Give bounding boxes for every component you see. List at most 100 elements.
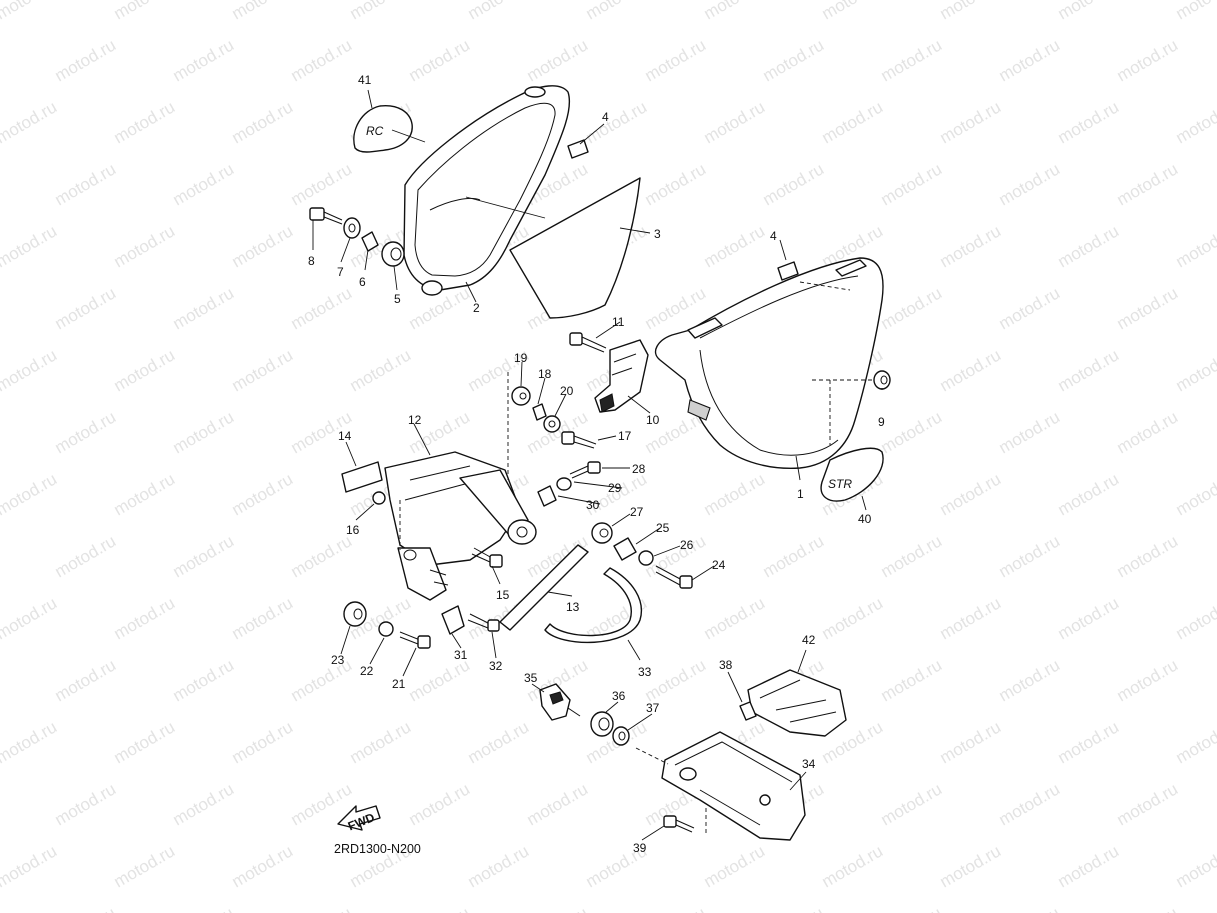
washer-22[interactable] bbox=[378, 621, 394, 637]
switch-35[interactable] bbox=[539, 683, 581, 721]
watermark-text: motod.ru bbox=[819, 841, 887, 891]
callout-19: 19 bbox=[514, 351, 528, 365]
washer-26[interactable] bbox=[638, 550, 654, 566]
bolt-11[interactable] bbox=[569, 332, 607, 353]
callout-20: 20 bbox=[560, 384, 574, 398]
watermark-text: motod.ru bbox=[937, 345, 1005, 395]
watermark-text: motod.ru bbox=[465, 841, 533, 891]
callout-10: 10 bbox=[646, 413, 660, 427]
watermark-text: motod.ru bbox=[111, 717, 179, 767]
bolt-32[interactable] bbox=[467, 613, 500, 632]
tray-34[interactable] bbox=[661, 731, 806, 841]
watermark-text: motod.ru bbox=[937, 469, 1005, 519]
watermark-text: motod.ru bbox=[111, 221, 179, 271]
callout-41: 41 bbox=[358, 73, 372, 87]
watermark-text: motod.ru bbox=[111, 0, 179, 23]
bolt-24[interactable] bbox=[655, 565, 693, 589]
emblem-left-text: RC bbox=[366, 124, 384, 138]
callout-4-upper: 4 bbox=[602, 110, 609, 124]
watermark-text: motod.ru bbox=[1173, 0, 1217, 23]
collar-6[interactable] bbox=[361, 231, 379, 252]
washer-7[interactable] bbox=[343, 217, 361, 239]
watermark-text: motod.ru bbox=[701, 841, 769, 891]
grommet-27[interactable] bbox=[591, 522, 613, 544]
collar-25[interactable] bbox=[613, 537, 637, 561]
watermark-text: motod.ru bbox=[0, 345, 60, 395]
callout-26: 26 bbox=[680, 538, 694, 552]
screw-38[interactable] bbox=[739, 701, 757, 721]
washer-29[interactable] bbox=[556, 477, 572, 491]
bolt-21[interactable] bbox=[399, 631, 431, 649]
clip-upper[interactable] bbox=[567, 139, 589, 159]
grommet-36[interactable] bbox=[590, 711, 614, 737]
bolt-28[interactable] bbox=[569, 461, 601, 479]
watermark-text: motod.ru bbox=[0, 655, 1, 705]
watermark-text: motod.ru bbox=[229, 345, 297, 395]
watermark-text: motod.ru bbox=[0, 593, 60, 643]
emblem-left[interactable]: RC bbox=[353, 105, 413, 153]
watermark-text: motod.ru bbox=[0, 531, 1, 581]
bolt-17[interactable] bbox=[561, 431, 597, 449]
callout-17: 17 bbox=[618, 429, 632, 443]
watermark-text: motod.ru bbox=[170, 283, 238, 333]
grommet-9[interactable] bbox=[873, 370, 891, 390]
watermark-text: motod.ru bbox=[701, 593, 769, 643]
watermark-text: motod.ru bbox=[937, 841, 1005, 891]
watermark-text: motod.ru bbox=[524, 779, 592, 829]
callout-5: 5 bbox=[394, 292, 401, 306]
watermark-text: motod.ru bbox=[406, 903, 474, 913]
callout-15: 15 bbox=[496, 588, 510, 602]
watermark-text: motod.ru bbox=[406, 655, 474, 705]
side-cover-right[interactable] bbox=[654, 257, 884, 470]
side-cover-left[interactable] bbox=[403, 85, 571, 296]
strip-13[interactable] bbox=[499, 544, 589, 631]
watermark-text: motod.ru bbox=[1173, 593, 1217, 643]
watermark-text: motod.ru bbox=[524, 35, 592, 85]
watermark-text: motod.ru bbox=[229, 97, 297, 147]
watermark-text: motod.ru bbox=[170, 35, 238, 85]
watermark-text: motod.ru bbox=[996, 903, 1064, 913]
washer-20[interactable] bbox=[543, 415, 561, 433]
bracket-12[interactable] bbox=[384, 451, 537, 601]
grommet-19[interactable] bbox=[511, 386, 531, 406]
collar-18[interactable] bbox=[532, 403, 547, 421]
washer-37[interactable] bbox=[612, 726, 630, 746]
callout-29: 29 bbox=[608, 481, 622, 495]
grommet-23[interactable] bbox=[343, 601, 367, 627]
pad-14[interactable] bbox=[341, 461, 383, 493]
watermark-text: motod.ru bbox=[524, 407, 592, 457]
watermark-text: motod.ru bbox=[170, 531, 238, 581]
watermark-text: motod.ru bbox=[1055, 469, 1123, 519]
cover-42[interactable] bbox=[747, 669, 847, 737]
watermark-text: motod.ru bbox=[1055, 221, 1123, 271]
clip-31[interactable] bbox=[441, 605, 465, 635]
grommet-16[interactable] bbox=[372, 491, 386, 505]
bolt-39[interactable] bbox=[663, 815, 695, 833]
bolt-15[interactable] bbox=[471, 547, 503, 568]
leader-lines bbox=[312, 89, 883, 841]
watermark-text: motod.ru bbox=[878, 35, 946, 85]
watermark-text: motod.ru bbox=[760, 903, 828, 913]
callout-24: 24 bbox=[712, 558, 726, 572]
grommet-5[interactable] bbox=[381, 241, 405, 267]
callout-42: 42 bbox=[802, 633, 816, 647]
watermark-text: motod.ru bbox=[52, 531, 120, 581]
band-33[interactable] bbox=[544, 567, 642, 644]
watermark-text: motod.ru bbox=[760, 531, 828, 581]
watermark-text: motod.ru bbox=[229, 0, 297, 23]
watermark-text: motod.ru bbox=[642, 35, 710, 85]
bolt-8[interactable] bbox=[309, 207, 343, 225]
watermark-text: motod.ru bbox=[1173, 97, 1217, 147]
side-panel-left[interactable] bbox=[509, 177, 641, 319]
bracket-10[interactable] bbox=[594, 339, 649, 413]
watermark-text: motod.ru bbox=[1114, 779, 1182, 829]
emblem-right[interactable]: STR bbox=[820, 447, 884, 502]
callout-39: 39 bbox=[633, 841, 647, 855]
watermark-text: motod.ru bbox=[937, 221, 1005, 271]
clip-right[interactable] bbox=[777, 261, 799, 281]
watermark-text: motod.ru bbox=[347, 345, 415, 395]
callout-13: 13 bbox=[566, 600, 580, 614]
watermark-text: motod.ru bbox=[760, 35, 828, 85]
callout-21: 21 bbox=[392, 677, 406, 691]
collar-30[interactable] bbox=[537, 485, 557, 507]
